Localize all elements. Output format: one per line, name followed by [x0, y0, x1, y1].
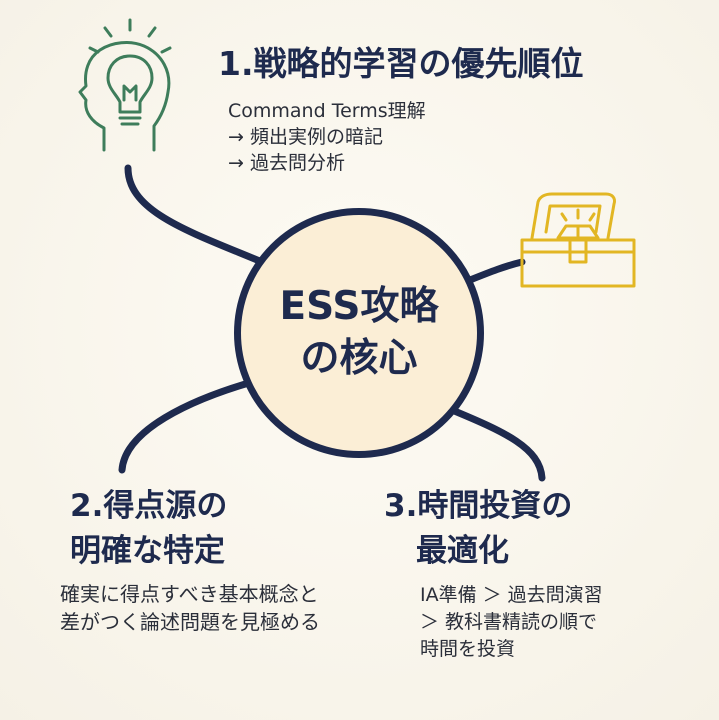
center-hub: ESS攻略 の核心 [234, 208, 484, 458]
node2-title-line: 明確な特定 [70, 533, 225, 569]
node3-title: 3.時間投資の 最適化 [384, 484, 572, 574]
node3-body: IA準備 ＞ 過去問演習 ＞ 教科書精読の順で 時間を投資 [420, 582, 603, 663]
node2-line: 確実に得点すべき基本概念と [60, 582, 319, 606]
node3-line: 時間を投資 [420, 638, 516, 660]
node1-body: Command Terms理解 → 頻出実例の暗記 → 過去問分析 [228, 98, 426, 176]
node2-title: 2.得点源の 明確な特定 [70, 484, 227, 574]
brain-head-lightbulb-icon [78, 18, 172, 152]
connector-node3 [448, 406, 546, 482]
node3-title-line: 3.時間投資の [384, 488, 573, 524]
node3-line: ＞ 教科書精読の順で [420, 611, 598, 633]
connector-node2 [118, 378, 256, 474]
treasure-chest-icon [520, 192, 636, 288]
node2-body: 確実に得点すべき基本概念と 差がつく論述問題を見極める [60, 580, 320, 636]
center-line-1: ESS攻略 [279, 284, 439, 329]
node3-title-line: 最適化 [416, 533, 509, 569]
node2-title-line: 2.得点源の [70, 488, 228, 524]
node2-line: 差がつく論述問題を見極める [60, 610, 320, 634]
node1-line: → 過去問分析 [228, 152, 345, 174]
node1-line: → 頻出実例の暗記 [228, 126, 383, 148]
center-line-2: の核心 [300, 336, 418, 381]
connector-node1 [124, 164, 266, 266]
center-title: ESS攻略 の核心 [279, 281, 438, 385]
node1-line: Command Terms理解 [228, 100, 426, 122]
node1-title: 1.戦略的学習の優先順位 [218, 44, 584, 83]
node3-line: IA準備 ＞ 過去問演習 [420, 584, 603, 606]
connector-chest [466, 258, 526, 284]
